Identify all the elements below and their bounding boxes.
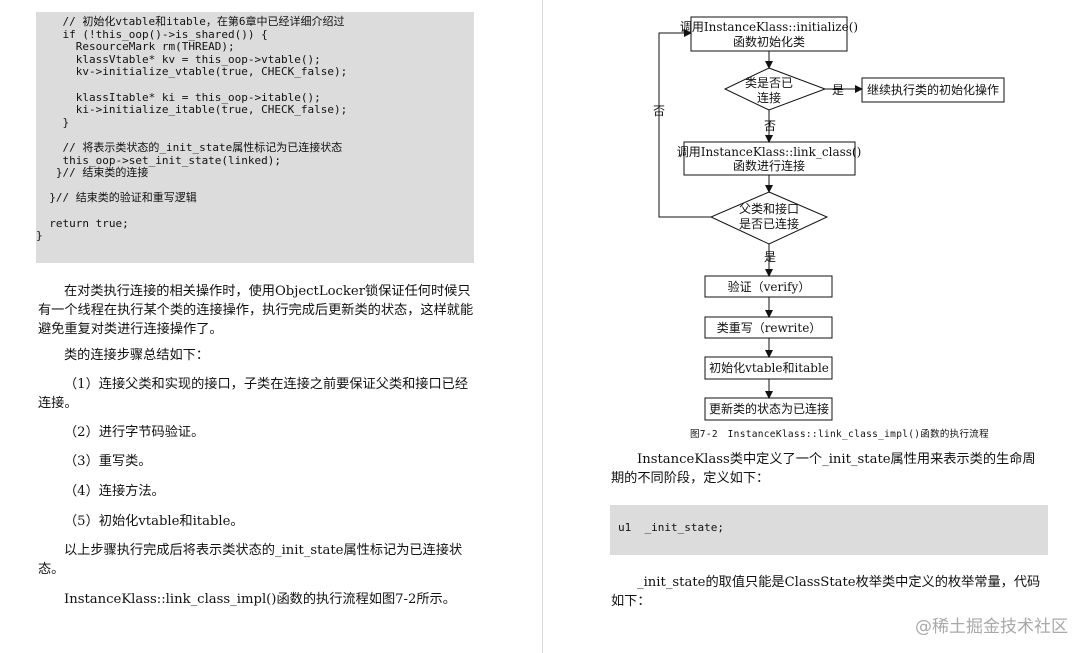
- paragraph-objectlocker: 在对类执行连接的相关操作时，使用ObjectLocker锁保证任何时候只有一个线…: [38, 284, 474, 337]
- code-line: klassItable* ki = this_oop->itable();: [36, 90, 321, 104]
- code-line: if (!this_oop()->is_shared()) {: [36, 27, 268, 41]
- flow-text: 调用InstanceKlass::initialize(): [680, 20, 858, 34]
- flow-text: 初始化vtable和itable: [709, 361, 829, 375]
- flow-loop-arrow: [658, 29, 711, 218]
- page-divider: [542, 0, 543, 653]
- flow-text: 是否已连接: [739, 216, 799, 231]
- code-line: ResourceMark rm(THREAD);: [36, 40, 235, 54]
- paragraph-classstate: _init_state的取值只能是ClassState枚举类中定义的枚举常量，代…: [611, 575, 1041, 609]
- figure-caption: 图7-2 InstanceKlass::link_class_impl()函数的…: [690, 429, 989, 440]
- step-3: （3）重写类。: [64, 454, 152, 469]
- code-line: }// 结束类的连接: [36, 166, 149, 180]
- flow-text: 父类和接口: [739, 201, 799, 216]
- watermark: @稀土掘金技术社区: [915, 617, 1068, 637]
- paragraph-steps-intro: 类的连接步骤总结如下：: [64, 348, 210, 363]
- code-line: kv->initialize_vtable(true, CHECK_false)…: [36, 65, 348, 79]
- code-line: // 初始化vtable和itable，在第6章中已经详细介绍过: [36, 15, 345, 28]
- flow-text: 更新类的状态为已连接: [709, 401, 829, 416]
- flow-text: 函数初始化类: [733, 34, 805, 49]
- flow-label-yes: 是: [832, 83, 844, 97]
- step-4: （4）连接方法。: [64, 484, 165, 499]
- code-block-link-impl: // 初始化vtable和itable，在第6章中已经详细介绍过 if (!th…: [36, 12, 474, 263]
- code-line: // 将表示类状态的_init_state属性标记为已连接状态: [36, 140, 343, 154]
- paragraph-init-state: 以上步骤执行完成后将表示类状态的_init_state属性标记为已连接状态。: [38, 543, 463, 577]
- flow-text: 类是否已: [745, 76, 793, 90]
- flow-label-yes: 是: [764, 250, 776, 264]
- step-5: （5）初始化vtable和itable。: [64, 514, 244, 529]
- code-line: }// 结束类的验证和重写逻辑: [36, 191, 197, 205]
- step-1: （1）连接父类和实现的接口，子类在连接之前要保证父类和接口已经连接。: [38, 377, 469, 411]
- flow-text: 类重写（rewrite）: [717, 321, 822, 335]
- code-line: }: [36, 229, 43, 243]
- code-line: klassVtable* kv = this_oop->vtable();: [36, 52, 321, 66]
- flow-text: 验证（verify）: [728, 279, 811, 294]
- step-2: （2）进行字节码验证。: [64, 425, 205, 440]
- code-line: ki->initialize_itable(true, CHECK_false)…: [36, 103, 348, 117]
- flow-text: 调用InstanceKlass::link_class(): [677, 145, 862, 159]
- code-line: [36, 79, 474, 92]
- code-line: this_oop->set_init_state(linked);: [36, 153, 282, 167]
- flow-text: 连接: [757, 90, 781, 105]
- flow-text: 函数进行连接: [733, 158, 805, 173]
- code-block-init-state: u1 _init_state;: [610, 505, 1048, 555]
- code-line: return true;: [36, 216, 129, 230]
- flowchart: 调用InstanceKlass::initialize() 函数初始化类 类是否…: [653, 16, 1005, 421]
- code-line: [36, 205, 474, 218]
- flow-text: 继续执行类的初始化操作: [867, 82, 999, 97]
- paragraph-figure-ref: InstanceKlass::link_class_impl()函数的执行流程如…: [64, 592, 456, 607]
- code-line: }: [36, 115, 70, 129]
- flow-label-no: 否: [764, 119, 776, 133]
- paragraph-init-state-def: InstanceKlass类中定义了一个_init_state属性用来表示类的生…: [611, 452, 1036, 486]
- flow-label-no-loop: 否: [653, 104, 665, 118]
- code-line: u1 _init_state;: [618, 521, 724, 534]
